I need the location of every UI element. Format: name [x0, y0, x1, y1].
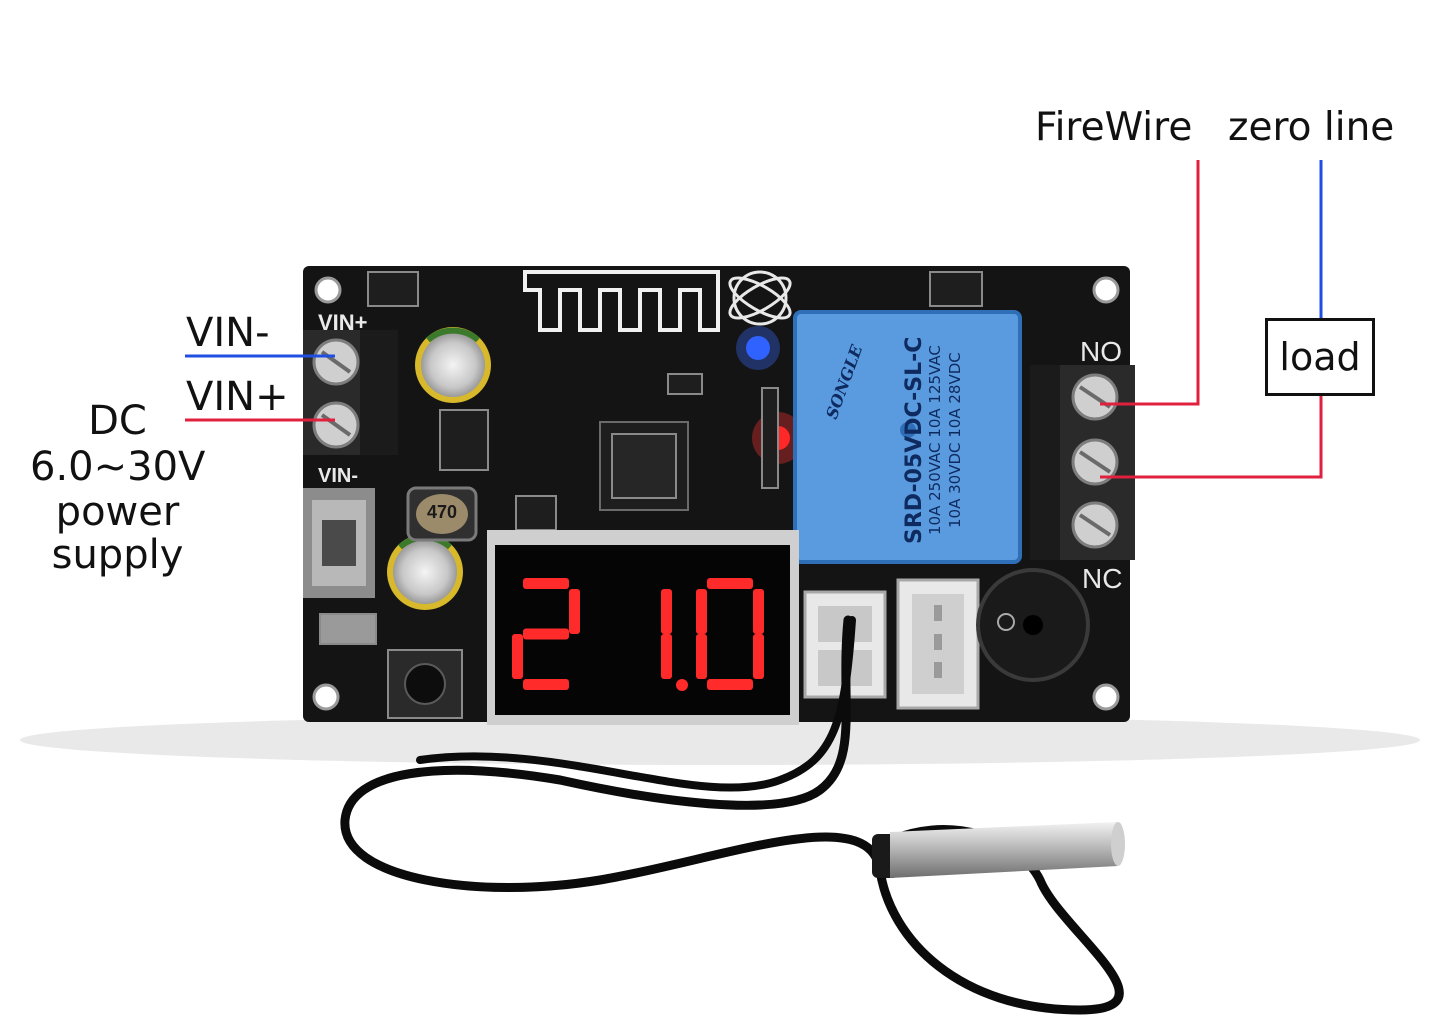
wifi-antenna-trace	[523, 270, 720, 332]
label-zero-line: zero line	[1228, 105, 1395, 150]
silk-nc: NC	[1082, 563, 1123, 594]
segment-g	[523, 628, 569, 640]
segment-f	[696, 589, 707, 634]
board-logo-icon	[728, 270, 792, 326]
segment-b	[569, 589, 580, 634]
label-vin-plus: VIN+	[186, 374, 289, 420]
segment-c	[753, 634, 764, 679]
seven-segment-display	[487, 530, 799, 725]
tactile-button	[404, 663, 446, 705]
label-dc: DC	[88, 398, 147, 444]
load-to-terminal-wire	[1100, 396, 1323, 479]
board-shadow	[20, 715, 1420, 765]
capacitor-bottom	[387, 534, 463, 610]
segment-a	[707, 578, 753, 589]
segment-d	[707, 679, 753, 690]
buzzer	[976, 568, 1090, 682]
led-blue	[746, 336, 770, 360]
silk-vin-minus: VIN-	[318, 465, 358, 487]
label-dc-voltage: 6.0~30V	[30, 444, 206, 490]
label-vin-minus: VIN-	[186, 310, 270, 356]
relay-model: SRD-05VDC-SL-C	[902, 336, 927, 544]
segment-a	[523, 578, 569, 589]
label-firewire: FireWire	[1035, 105, 1193, 150]
relay-label: SRD-05VDC-SL-C 10A 250VAC 10A 125VAC 10A…	[902, 330, 1025, 550]
segment-e	[512, 634, 523, 679]
segment-d	[523, 679, 569, 690]
probe-cable	[340, 615, 1124, 1015]
silk-inductor: 470	[427, 502, 458, 522]
smd-components	[319, 271, 983, 719]
segment-e	[696, 634, 707, 679]
segment-c	[661, 634, 672, 679]
output-terminal-block	[1030, 365, 1135, 560]
label-supply: supply	[51, 532, 184, 578]
capacitor-top	[415, 327, 491, 403]
label-power: power	[55, 489, 180, 535]
relay-rating-1: 10A 250VAC 10A 125VAC	[926, 345, 944, 535]
firewire-wire	[1100, 160, 1200, 406]
inductor	[406, 486, 478, 542]
silk-vin-plus: VIN+	[318, 310, 368, 335]
input-terminal-block	[303, 330, 398, 455]
display-segments	[512, 578, 764, 691]
temperature-probe	[872, 822, 1125, 878]
micro-usb-port	[303, 488, 375, 598]
decimal-point	[676, 679, 688, 691]
segment-b	[753, 589, 764, 634]
load-box: load	[1265, 318, 1375, 396]
mounting-holes	[312, 276, 1120, 711]
silk-no: NO	[1080, 336, 1122, 367]
label-load: load	[1279, 335, 1361, 379]
relay	[793, 310, 1022, 564]
segment-b	[661, 589, 672, 634]
aux-connector	[896, 578, 980, 710]
relay-rating-2: 10A 30VDC 10A 28VDC	[946, 352, 964, 528]
